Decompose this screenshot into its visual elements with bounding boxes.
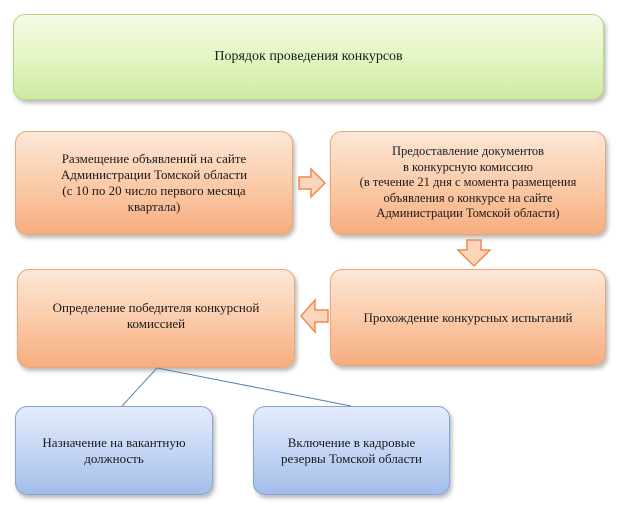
step-documents: Предоставление документов в конкурсную к… (330, 131, 606, 235)
connector-appointment (121, 367, 158, 407)
arrow-right-icon (298, 167, 327, 199)
step-tests: Прохождение конкурсных испытаний (330, 269, 606, 366)
arrow-down-icon (456, 239, 492, 268)
step-documents-text: Предоставление документов в конкурсную к… (359, 144, 577, 221)
connector-reserve (156, 367, 352, 407)
arrow-left-icon (300, 298, 329, 334)
outcome-reserve: Включение в кадровые резервы Томской обл… (253, 406, 450, 495)
step-winner-text: Определение победителя конкурсной комисс… (52, 300, 260, 331)
step-tests-text: Прохождение конкурсных испытаний (363, 309, 573, 325)
outcome-appointment: Назначение на вакантную должность (15, 406, 213, 495)
step-announcement-text: Размещение объявлений на сайте Администр… (60, 151, 248, 214)
outcome-appointment-text: Назначение на вакантную должность (42, 434, 186, 466)
step-winner: Определение победителя конкурсной комисс… (17, 269, 295, 368)
title-box: Порядок проведения конкурсов (13, 14, 604, 100)
title-text: Порядок проведения конкурсов (214, 49, 403, 64)
outcome-reserve-text: Включение в кадровые резервы Томской обл… (281, 434, 422, 466)
step-announcement: Размещение объявлений на сайте Администр… (15, 131, 293, 235)
